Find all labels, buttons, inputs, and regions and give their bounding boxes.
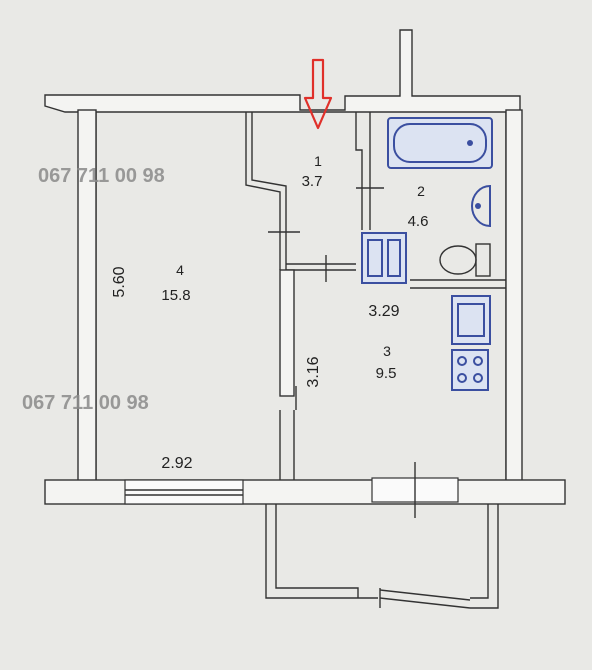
kitchen-sink-icon — [451, 295, 491, 345]
room-3-number: 3 — [383, 343, 391, 359]
outer-walls — [44, 29, 566, 505]
room-4-area: 15.8 — [161, 287, 190, 304]
sink-icon — [471, 184, 491, 228]
stove-icon — [451, 349, 489, 391]
room-3-length-dimension: 3.16 — [305, 356, 322, 387]
entrance-arrow-icon — [303, 58, 333, 130]
windows — [124, 462, 459, 518]
phone-watermark: 067 711 00 98 — [22, 392, 149, 414]
room-1-area: 3.7 — [302, 173, 323, 190]
room-4-length-dimension: 5.60 — [111, 266, 128, 297]
bathtub-icon — [387, 117, 493, 169]
washing-machine-icon — [361, 232, 407, 284]
room-3-width-dimension: 3.29 — [368, 303, 399, 320]
balcony — [265, 504, 499, 609]
room-2-number: 2 — [417, 183, 425, 199]
room-3-area: 9.5 — [376, 365, 397, 382]
toilet-icon — [439, 243, 491, 277]
room-1-number: 1 — [314, 153, 322, 169]
room-4-width-dimension: 2.92 — [161, 455, 192, 472]
phone-watermark: 067 711 00 98 — [38, 165, 165, 187]
interior-walls — [245, 112, 506, 480]
room-4-number: 4 — [176, 262, 184, 278]
room-2-area: 4.6 — [408, 213, 429, 230]
